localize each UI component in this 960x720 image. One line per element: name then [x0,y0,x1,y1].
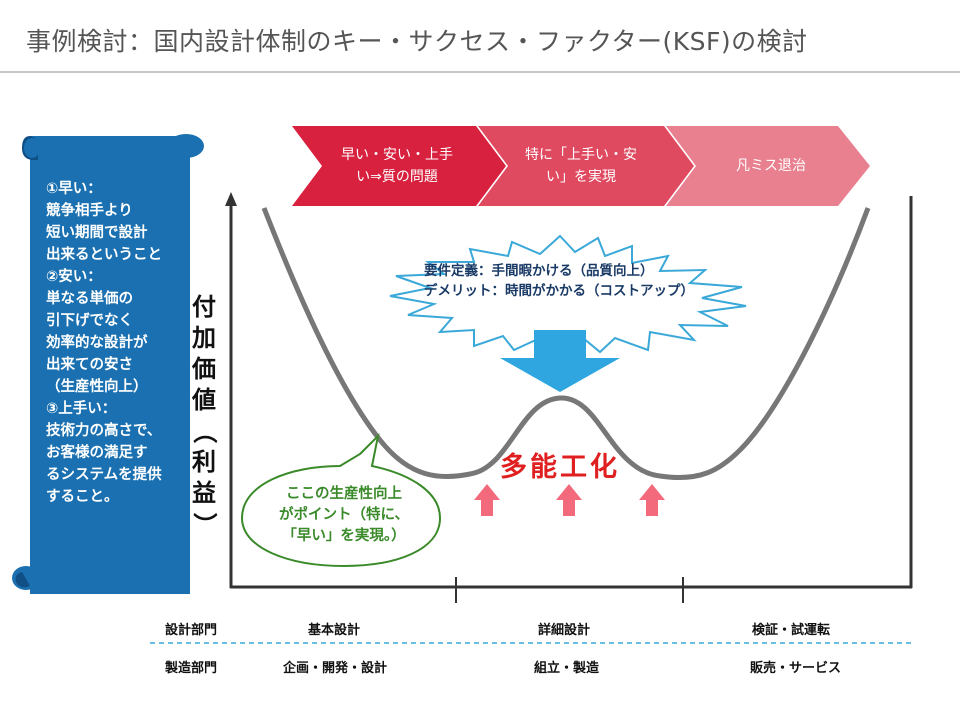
scroll-line: お客様の満足す [46,445,148,461]
scroll-line: 出来ての安さ [46,357,133,373]
cell-planning: 企画・開発・設計 [283,661,388,676]
chevron-2 [478,126,694,206]
scroll-line: ③上手い： [46,401,117,417]
scroll-line: 短い期間で設計 [46,225,148,241]
scroll-line: 競争相手より [46,203,133,219]
cell-detail-design: 詳細設計 [538,623,591,638]
chevron-2-label: 特に「上手い・安 い」を実現 [525,147,637,185]
cell-verification: 検証・試運転 [752,623,831,638]
multi-skill-label: 多能工化 [500,452,620,483]
chevron-1 [292,126,506,206]
cell-assembly: 組立・製造 [534,661,600,676]
scroll-banner [12,134,204,594]
page-title: 事例検討：国内設計体制のキー・サクセス・ファクター(KSF)の検討 [26,27,808,56]
speech-bubble [240,432,442,568]
scroll-line: ②安い： [46,269,102,285]
y-axis-arrow-icon [225,192,237,206]
chevron-3-label: 凡ミス退治 [736,158,806,174]
scroll-line: るシステムを提供 [46,467,162,483]
title-divider [0,71,960,73]
up-arrow-icon [639,484,665,516]
scroll-text: ①早い： 競争相手より 短い期間で設計 出来るということ ②安い： 単なる単価の… [46,178,186,508]
scroll-line: 効率的な設計が [46,335,148,351]
scroll-shape [12,134,204,594]
y-axis-label: 付 加 価 値 （ 利 益 ） [190,293,219,537]
scroll-line: 引下げでなく [46,313,133,329]
scroll-line: 技術力の高さで、 [46,423,162,439]
up-arrow-icon [556,484,582,516]
value-curve [261,207,871,481]
chevron-1-label: 早い・安い・上手 い⇒質の問題 [341,147,453,185]
burst-text: 要件定義：手間暇かける（品質向上） デメリット：時間がかかる（コストアップ） [424,263,694,299]
scroll-line: ①早い： [46,181,102,197]
row-label-design: 設計部門 [165,623,218,638]
scroll-line: 出来るということ [46,247,162,263]
scroll-line: 単なる単価の [46,291,133,307]
scroll-line: すること。 [46,489,119,505]
row-label-manufacturing: 製造部門 [165,661,218,676]
cell-basic-design: 基本設計 [308,623,361,638]
bubble-text: ここの生産性向上 がポイント（特に、 「早い」を実現。） [278,486,410,544]
scroll-line: （生産性向上） [46,379,148,395]
cell-sales-service: 販売・サービス [750,661,842,676]
up-arrow-icon [474,484,500,516]
chevron-3 [666,126,870,206]
down-arrow-icon [500,330,620,392]
